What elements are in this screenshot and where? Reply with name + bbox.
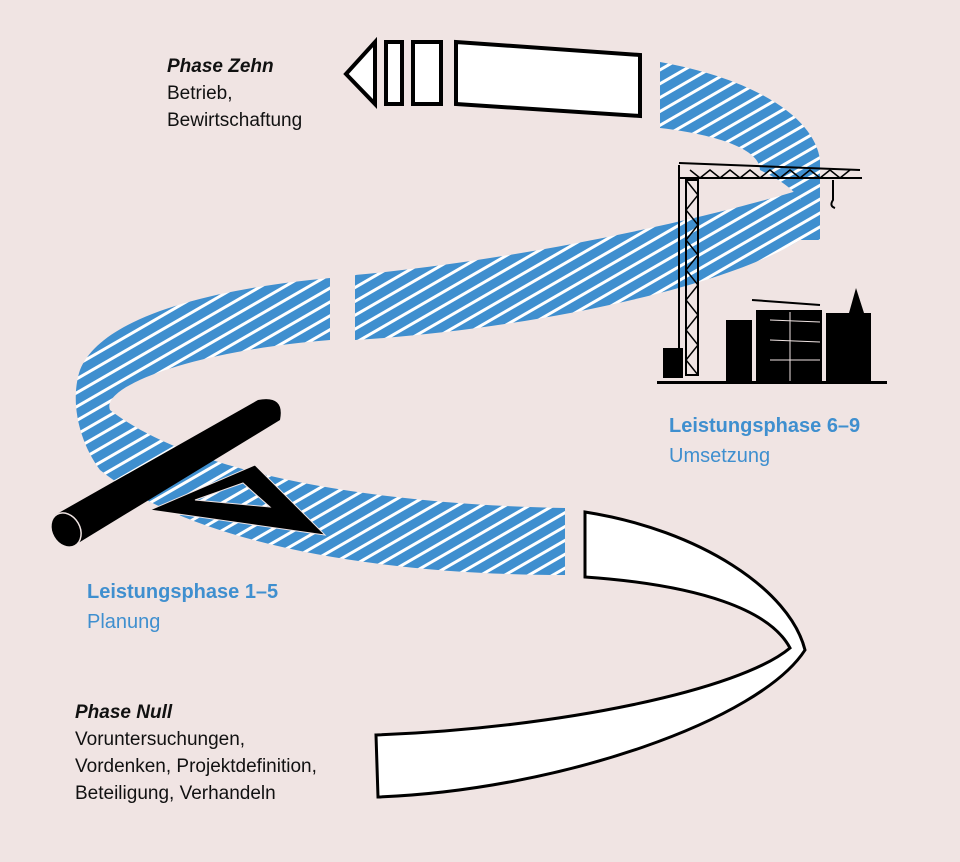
band-phase-zehn xyxy=(454,39,642,119)
phase-null-line: Beteiligung, Verhandeln xyxy=(75,783,276,804)
label-lp-1-5: Leistungsphase 1–5 Planung xyxy=(87,577,278,637)
phase-null-title: Phase Null xyxy=(75,702,173,723)
phase-zehn-line: Bewirtschaftung xyxy=(167,110,303,131)
band-lp-6-9 xyxy=(355,190,800,340)
lp69-subtitle: Umsetzung xyxy=(669,445,771,467)
band-lp-6-9-upper xyxy=(660,62,820,240)
band-lp-6-9-turn xyxy=(760,160,820,240)
arrow-segment xyxy=(411,40,443,106)
label-lp-6-9: Leistungsphase 6–9 Umsetzung xyxy=(669,411,860,471)
lp15-subtitle: Planung xyxy=(87,611,161,633)
drawing-roll-triangle-icon xyxy=(50,399,327,548)
band-phase-null xyxy=(374,510,807,799)
arrow-segment xyxy=(384,40,404,106)
phase-null-line: Vordenken, Projektdefinition, xyxy=(75,756,317,777)
phase-null-line: Voruntersuchungen, xyxy=(75,729,246,750)
label-phase-null: Phase Null Voruntersuchungen, Vordenken,… xyxy=(75,699,317,807)
arrow-left-icon xyxy=(343,36,377,109)
lp15-title: Leistungsphase 1–5 xyxy=(87,581,279,603)
phase-zehn-title: Phase Zehn xyxy=(167,56,274,77)
label-phase-zehn: Phase Zehn Betrieb, Bewirtschaftung xyxy=(167,53,302,134)
crane-building-icon xyxy=(657,162,887,384)
phase-zehn-line: Betrieb, xyxy=(167,83,233,104)
lp69-title: Leistungsphase 6–9 xyxy=(669,415,861,437)
